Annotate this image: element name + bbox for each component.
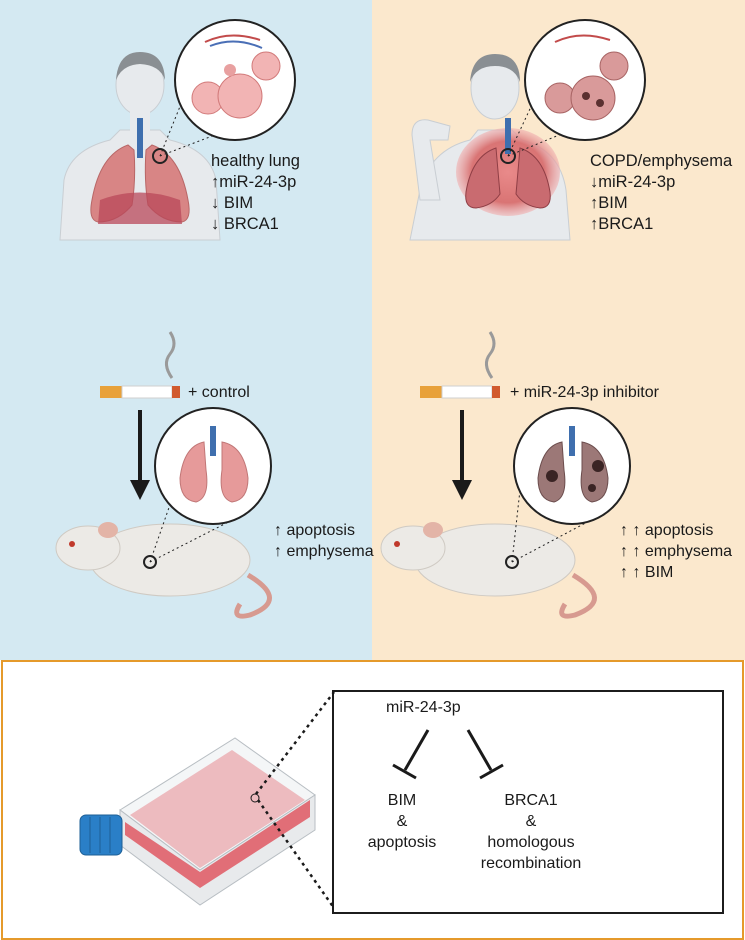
control-treatment-label: + control (188, 384, 250, 401)
target-apoptosis: apoptosis (367, 834, 437, 851)
copd-alveoli-zoom (500, 19, 646, 164)
outcome-apoptosis: ↑ apoptosis (274, 522, 355, 539)
cigarette-icon (100, 331, 180, 399)
down-arrow-icon (130, 410, 150, 500)
culture-flask-icon (79, 691, 336, 909)
marker-mir: ↓miR-24-3p (590, 173, 676, 191)
marker-brca1: ↓ BRCA1 (211, 215, 279, 233)
marker-bim: ↑BIM (590, 194, 628, 212)
healthy-alveoli-zoom (152, 19, 296, 164)
marker-mir: ↑miR-24-3p (211, 173, 297, 191)
mechanism-box (332, 690, 724, 914)
target-brca1: BRCA1 (504, 792, 558, 809)
target-ampersand: & (396, 813, 408, 830)
cigarette-icon (420, 331, 500, 399)
outcome-bim: ↑ ↑ BIM (620, 564, 674, 581)
outcome-emphysema: ↑ ↑ emphysema (620, 543, 733, 560)
target-recombination: recombination (480, 855, 582, 872)
inhibitor-mouse-figure (380, 407, 631, 619)
healthy-lungs-icon (90, 118, 190, 224)
outcome-emphysema: ↑ emphysema (274, 543, 374, 560)
control-mouse-figure (55, 407, 272, 619)
target-homologous: homologous (487, 834, 575, 851)
marker-brca1: ↑BRCA1 (590, 215, 654, 233)
mirna-regulator-label: miR-24-3p (386, 699, 461, 716)
copd-lung-label: COPD/emphysema ↓miR-24-3p ↑BIM ↑BRCA1 (590, 151, 732, 235)
inhibitor-outcomes: ↑ ↑ apoptosis ↑ ↑ emphysema ↑ ↑ BIM (620, 520, 732, 583)
lung-label: COPD/emphysema (590, 152, 733, 170)
down-arrow-icon (452, 410, 472, 500)
healthy-lung-label: healthy lung ↑miR-24-3p ↓ BIM ↓ BRCA1 (211, 151, 300, 235)
inhibition-arrow (392, 729, 430, 780)
marker-bim: ↓ BIM (211, 194, 254, 212)
target-ampersand: & (525, 813, 537, 830)
lung-label: healthy lung (211, 152, 300, 170)
bim-apoptosis-target: BIM & apoptosis (352, 790, 452, 853)
inhibitor-treatment-label: + miR-24-3p inhibitor (510, 384, 659, 401)
control-outcomes: ↑ apoptosis ↑ emphysema (274, 520, 374, 562)
target-bim: BIM (387, 792, 417, 809)
inhibition-arrow (466, 729, 504, 780)
copd-lungs-icon (456, 118, 560, 216)
brca1-recombination-target: BRCA1 & homologous recombination (466, 790, 596, 874)
outcome-apoptosis: ↑ ↑ apoptosis (620, 522, 714, 539)
